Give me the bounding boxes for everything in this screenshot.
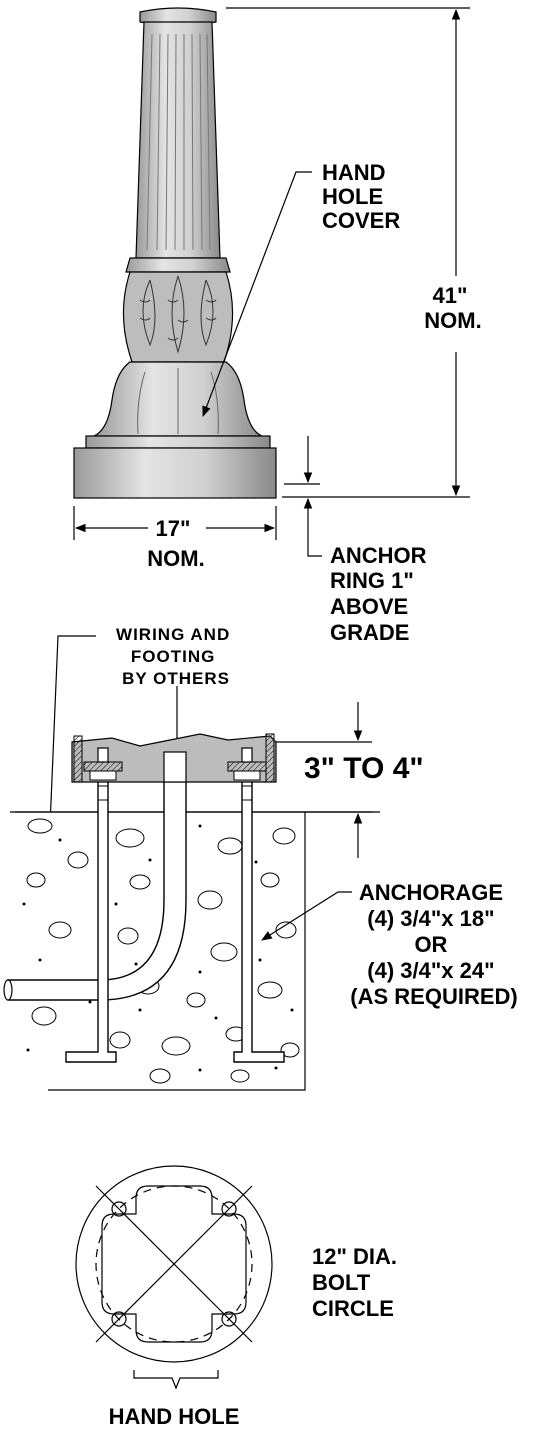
nut-right-top (227, 761, 267, 772)
wiring-label: WIRING AND FOOTING BY OTHERS (116, 625, 236, 688)
leaf-ornament (122, 271, 234, 363)
nut-right-bottom (233, 770, 261, 781)
anchor-ring-left (73, 735, 83, 783)
hand-hole-cover-leader (202, 171, 312, 418)
bolt-stub-left (97, 747, 109, 763)
nut-left-bottom (89, 770, 117, 781)
bolt-hole-2 (221, 1201, 237, 1217)
hand-hole-cover-label: HAND HOLE COVER (322, 160, 400, 233)
anchorage-label: ANCHORAGE (4) 3/4"x 18" OR (4) 3/4"x 24"… (350, 880, 517, 1009)
hand-hole-shape (101, 1185, 247, 1343)
bolt-circle-label: 12" DIA. BOLT CIRCLE (312, 1244, 403, 1321)
height-dimension (226, 7, 470, 498)
conduit-through-base (163, 751, 187, 783)
bolt-hole-3 (111, 1311, 127, 1327)
hand-hole-label: HAND HOLE (109, 1404, 240, 1429)
leaf-details (139, 275, 217, 354)
width-dimension (73, 506, 277, 540)
anchorage-leader (261, 891, 352, 941)
depth-label: 3" TO 4" (304, 752, 424, 785)
height-label: 41" NOM. (424, 283, 481, 333)
width-label: 17" NOM. (147, 516, 204, 571)
bolt-circle (95, 1185, 253, 1343)
post-collar (125, 257, 231, 273)
shaft-flutes (146, 33, 211, 251)
bolt-hole-1 (111, 1201, 127, 1217)
diagonal-2 (95, 1185, 253, 1343)
depth-dimension (276, 702, 372, 858)
post-elevation (73, 7, 277, 499)
nut-left-top (83, 761, 123, 772)
anchor-ring-dimension (284, 436, 322, 557)
conduit-end (3, 979, 13, 1001)
bolt-stub-right (241, 747, 253, 763)
anchor-ring-right (265, 733, 275, 783)
base-outline-circle (75, 1165, 273, 1363)
plan-view (75, 1165, 273, 1390)
wiring-leader (46, 635, 96, 828)
base-plinth (73, 447, 277, 499)
hand-hole-bracket (133, 1370, 219, 1390)
base-step (85, 435, 271, 449)
anchor-ring-label: ANCHOR RING 1" ABOVE GRADE (330, 543, 433, 645)
bolt-hole-4 (221, 1311, 237, 1327)
